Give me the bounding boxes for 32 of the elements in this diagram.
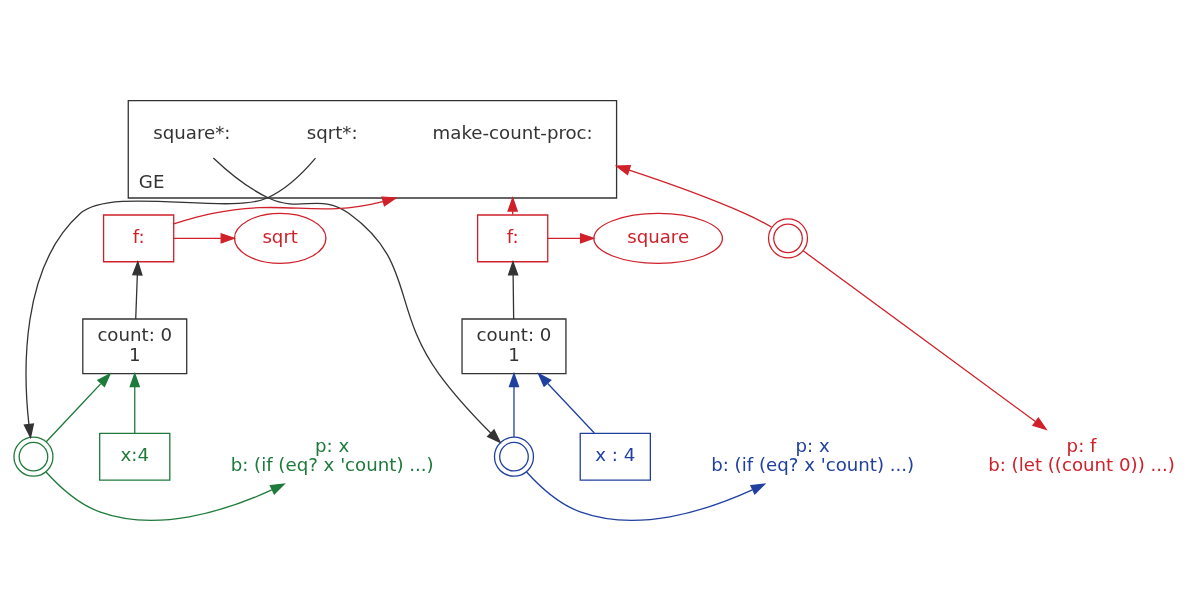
node-text: p: x b: (if (eq? x 'count) ...) [711, 434, 915, 476]
node-box: x:4 [99, 432, 171, 481]
arrow [547, 232, 596, 244]
node-text: square*: [153, 122, 231, 144]
node-circle [493, 436, 535, 477]
arrow [173, 232, 237, 244]
arrow [45, 372, 112, 443]
node-text: make-count-proc: [432, 122, 593, 144]
arrow [212, 157, 502, 444]
node-text: p: x b: (if (eq? x 'count) ...) [230, 434, 434, 476]
arrow [23, 157, 317, 440]
node-box: f: [476, 214, 549, 263]
node-ellipse: sqrt [233, 212, 327, 264]
arrow [802, 250, 1048, 431]
arrow [129, 371, 141, 434]
arrow [525, 471, 767, 521]
arrow [45, 471, 286, 521]
node-text: p: f b: (let ((count 0)) ...) [988, 434, 1175, 476]
arrow [537, 372, 595, 434]
node-ellipse: square [593, 212, 724, 264]
arrow [173, 196, 398, 225]
node-circle [13, 436, 54, 477]
node-box: count: 0 1 [82, 318, 188, 375]
node-text: sqrt*: [306, 122, 358, 144]
arrow [614, 165, 773, 228]
node-box: count: 0 1 [461, 318, 567, 375]
node-box: f: [102, 214, 175, 263]
node-circle [767, 218, 809, 259]
arrow [508, 371, 520, 438]
arrow [507, 259, 519, 320]
arrow [131, 259, 143, 320]
node-box: x : 4 [579, 432, 651, 481]
